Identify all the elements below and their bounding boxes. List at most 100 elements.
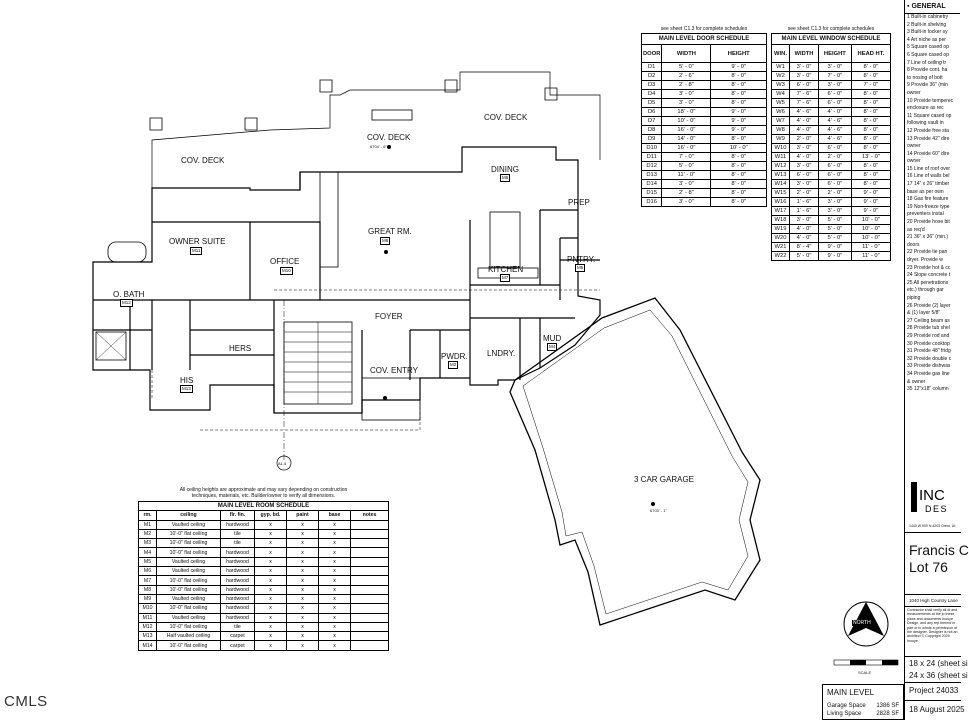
room-schedule-cell: x [254, 593, 287, 605]
door-schedule-cell: 16' - 0" [661, 143, 712, 153]
window-schedule-cell: 2' - 0" [817, 188, 852, 198]
general-note-item: & (1) layer 5/8" [907, 310, 941, 317]
room-col-header: base [318, 510, 351, 521]
window-schedule-cell: 7' - 6" [789, 98, 819, 108]
door-schedule-cell: 16' - 0" [661, 125, 712, 135]
room-schedule-cell: hardwood [220, 575, 255, 586]
room-schedule-cell: 10'-0" flat ceiling [156, 584, 221, 595]
kitchen-island [489, 211, 521, 268]
general-note-item: 27 Ceiling beam as [907, 317, 950, 324]
room-col-header: gyp. bd. [254, 510, 287, 521]
room-schedule-cell: M9 [138, 593, 157, 605]
general-note-item: 26 Provide (2) layer [907, 302, 951, 309]
window-schedule-cell: 6' - 0" [817, 98, 852, 108]
room-schedule-cell: x [286, 528, 319, 540]
room-schedule-cell [350, 566, 389, 577]
window-schedule-title: MAIN LEVEL WINDOW SCHEDULE [771, 33, 891, 45]
window-schedule-cell: 1' - 6" [789, 206, 819, 216]
deck-posts [149, 79, 558, 131]
general-note-item: 2 Built-in shelving [907, 21, 947, 28]
window-schedule-cell: W20 [771, 233, 790, 243]
window-schedule-cell: 4' - 6" [817, 125, 852, 135]
roof-line [151, 289, 600, 431]
general-note-item: 5 Square cased op [907, 44, 949, 51]
general-note-item: owner [907, 143, 921, 150]
room-col-header: ceiling [156, 510, 221, 521]
room-label-foyer: FOYER [375, 312, 403, 321]
window-schedule-cell: 3' - 0" [817, 62, 852, 72]
room-schedule-cell [350, 575, 389, 586]
room-schedule-cell: M11 [138, 612, 157, 623]
room-schedule-cell: x [254, 621, 287, 633]
room-tag-pntry: M5 [575, 264, 586, 272]
room-schedule-cell: 10'-0" flat ceiling [156, 640, 221, 651]
window-schedule-cell: W3 [771, 80, 790, 90]
door-schedule-cell: 3' - 0" [661, 179, 712, 189]
room-schedule-cell: M12 [138, 621, 157, 633]
door-schedule-cell: 18' - 0" [661, 107, 712, 117]
room-schedule-cell [350, 547, 389, 558]
garage-inner [522, 309, 749, 615]
notes-marker-icon: ▪ [907, 3, 912, 10]
room-schedule-cell: M4 [138, 547, 157, 558]
room-schedule-cell: x [318, 584, 351, 595]
window-schedule-cell: W13 [771, 170, 790, 180]
room-schedule-cell [350, 603, 389, 614]
window-schedule-cell: 8' - 0" [850, 62, 892, 72]
general-note-item: & owner [907, 378, 926, 385]
general-note-item: 8 Provide cont. ha [907, 67, 948, 74]
room-schedule-cell: x [286, 575, 319, 586]
general-note-item: 15 Line of roof over [907, 165, 951, 172]
room-schedule-cell: x [318, 538, 351, 549]
door-schedule-cell: 2' - 6" [661, 71, 712, 81]
room-col-header: paint [286, 510, 319, 521]
spot-elevation: 6703' - 1" [650, 508, 667, 513]
room-label-garage: 3 CAR GARAGE [634, 475, 695, 484]
door-schedule-cell: 8' - 0" [710, 197, 767, 207]
general-note-item: 35 12"x18" column [907, 386, 949, 393]
window-schedule-cell: 4' - 0" [789, 125, 819, 135]
room-label-mud: MUD [543, 334, 562, 343]
room-schedule-cell: hardwood [220, 584, 255, 595]
room-schedule-cell: M7 [138, 575, 157, 586]
door-schedule-cell: 3' - 0" [661, 89, 712, 99]
room-schedule-cell: x [318, 603, 351, 614]
room-schedule-cell [350, 621, 389, 633]
general-note-item: 3 Built-in locker sy [907, 29, 948, 36]
door-schedule-cell: D13 [640, 170, 663, 180]
general-note-item: 14 Provide 60" dire [907, 150, 950, 157]
room-schedule-cell: x [286, 566, 319, 577]
section-marker [276, 455, 292, 471]
level-title: MAIN LEVEL [827, 688, 875, 697]
window-schedule-cell: 9' - 0" [850, 188, 892, 198]
north-label: NORTH [852, 620, 872, 626]
window-schedule-cell: 3' - 0" [817, 197, 852, 207]
window-schedule-cell: 8' - 0" [850, 170, 892, 180]
firm-address: 1440 W 900 N #203 Orem, Ut [909, 524, 956, 528]
room-schedule-cell: M5 [138, 556, 157, 568]
door-schedule-cell: D2 [640, 71, 663, 81]
door-schedule-title: MAIN LEVEL DOOR SCHEDULE [641, 33, 767, 45]
door-schedule-cell: D14 [640, 179, 663, 189]
general-note-item: 10 Provide temperec [907, 97, 954, 104]
window-schedule-cell: W2 [771, 71, 790, 81]
window-schedule-cell: 8' - 0" [850, 179, 892, 189]
door-schedule-cell: 8' - 0" [710, 152, 767, 162]
